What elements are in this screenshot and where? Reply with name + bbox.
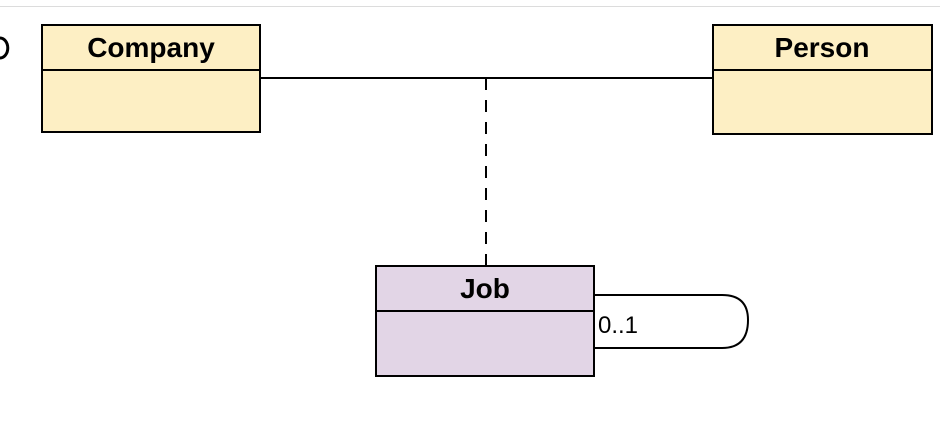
self-association-loop-job[interactable]	[594, 294, 750, 349]
class-job-box	[375, 265, 595, 377]
multiplicity-label: 0..1	[598, 312, 638, 339]
class-company-name: Company	[87, 32, 215, 63]
class-company[interactable]: Company	[41, 24, 261, 133]
class-job[interactable]: Job	[375, 265, 595, 377]
top-divider	[0, 0, 940, 7]
class-job-name: Job	[460, 273, 510, 304]
class-person-name: Person	[775, 32, 870, 63]
class-company-box	[41, 24, 261, 133]
class-person-box	[712, 24, 933, 135]
class-person[interactable]: Person	[712, 24, 933, 135]
edge-partial-glyph	[0, 36, 10, 60]
